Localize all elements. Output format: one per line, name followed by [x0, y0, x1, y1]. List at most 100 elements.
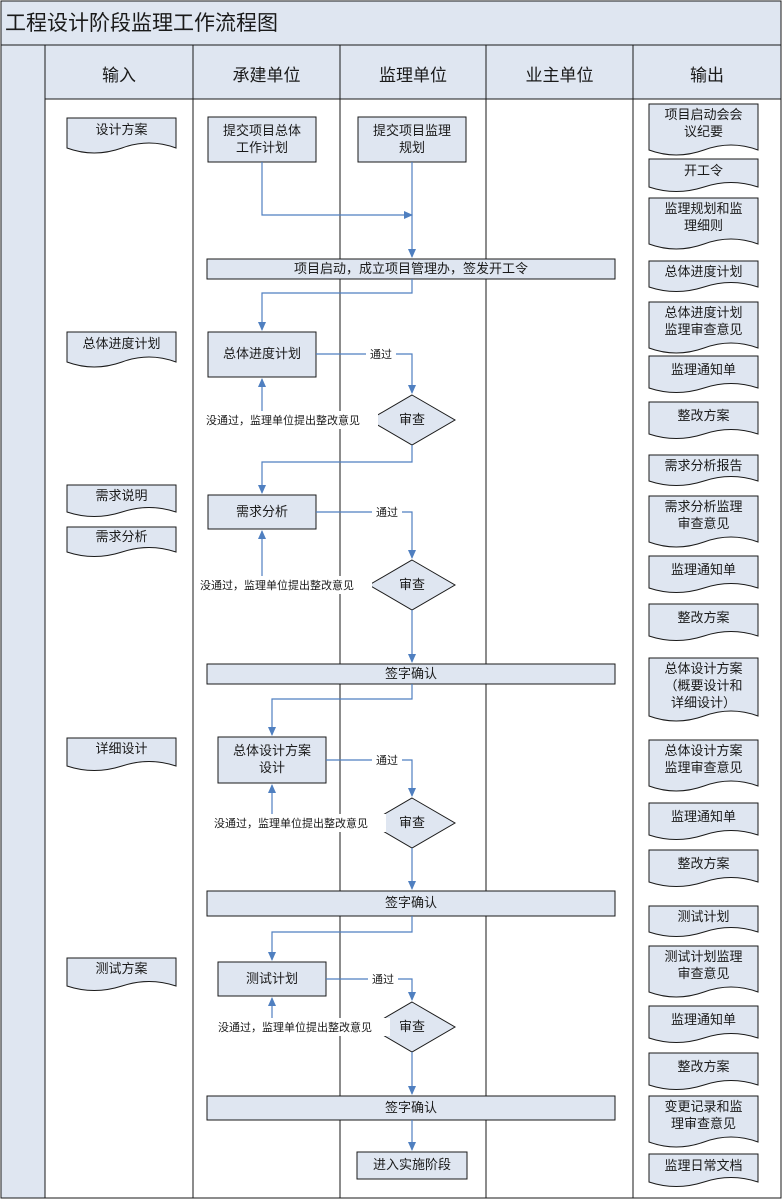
input-doc [66, 526, 177, 557]
output-label: 监理通知单 [670, 809, 736, 825]
input-doc [66, 484, 177, 517]
box-test-plan [217, 961, 327, 997]
wide-bars [206, 258, 616, 1121]
bar-sign-1 [206, 663, 616, 685]
output-doc [648, 1153, 759, 1187]
review-label: 审查 [398, 815, 425, 831]
output-label: 监理通知单 [670, 1012, 736, 1028]
arrow [258, 445, 413, 494]
arrow [261, 162, 413, 219]
box-schedule [207, 331, 317, 378]
arrow [316, 511, 416, 559]
input-docs [66, 117, 177, 991]
input-label: 需求分析 [95, 529, 148, 545]
output-label: 整改方案 [677, 856, 730, 872]
process-boxes [207, 116, 468, 1180]
output-label: 开工令 [683, 163, 723, 179]
arrow [326, 759, 416, 797]
fail-label: 没通过，监理单位提出整改意见 [206, 411, 378, 429]
output-doc [648, 849, 759, 887]
lane-dividers [192, 45, 634, 1198]
output-doc [648, 1052, 759, 1090]
output-doc [648, 603, 759, 641]
box-start-phase [356, 1151, 468, 1180]
fail-label: 没通过，监理单位提出整改意见 [200, 576, 372, 594]
bar-kickoff [206, 258, 616, 280]
column-header-output: 输出 [690, 65, 724, 86]
input-doc [66, 331, 177, 368]
left-strip [0, 44, 46, 1199]
output-label: 监理通知单 [670, 362, 736, 378]
output-label: 项目启动会会 议纪要 [664, 108, 743, 140]
output-doc [648, 355, 759, 393]
output-doc [648, 657, 759, 722]
input-doc [66, 117, 177, 154]
output-doc [648, 197, 759, 250]
output-label: 总体设计方案 监理审查意见 [664, 744, 743, 776]
output-label: 监理通知单 [670, 562, 736, 578]
output-doc [648, 555, 759, 593]
pass-label: 通过 [368, 971, 398, 987]
sign-bar-label: 签字确认 [384, 666, 437, 682]
header-row [44, 44, 782, 100]
output-doc [648, 260, 759, 292]
output-label: 总体设计方案 （概要设计和 详细设计） [664, 661, 743, 711]
output-label: 总体进度计划 监理审查意见 [664, 306, 743, 338]
output-label: 监理规划和监 理细则 [664, 202, 743, 234]
box-design [217, 736, 327, 784]
review-label: 审查 [398, 1019, 425, 1035]
output-doc [648, 158, 759, 192]
output-doc [648, 1005, 759, 1043]
connectors [258, 162, 416, 1151]
sign-bar-label: 签字确认 [384, 1100, 437, 1116]
output-doc [648, 739, 759, 792]
req-analysis-label: 需求分析 [235, 504, 288, 520]
output-doc [648, 1095, 759, 1148]
supervisor-plan-label: 提交项目监理 规划 [372, 123, 451, 156]
bar-sign-2 [206, 890, 616, 917]
design-label: 总体设计方案 设计 [232, 744, 311, 776]
input-label: 需求说明 [95, 488, 148, 504]
output-label: 测试计划 [677, 909, 730, 925]
input-label: 详细设计 [95, 741, 148, 757]
output-doc [648, 401, 759, 439]
output-label: 监理日常文档 [664, 1158, 743, 1174]
sign-bar-label: 签字确认 [384, 896, 437, 911]
title-bar [0, 0, 782, 46]
output-label: 测试计划监理 审查意见 [664, 950, 743, 982]
input-label: 设计方案 [95, 122, 148, 138]
page-title: 工程设计阶段监理工作流程图 [5, 11, 278, 35]
review-label: 审查 [398, 412, 425, 428]
output-label: 整改方案 [677, 610, 730, 626]
pass-label: 通过 [372, 504, 402, 520]
output-docs [648, 103, 759, 1187]
arrow [268, 916, 413, 961]
box-supervisor-plan [357, 116, 467, 163]
output-doc [648, 905, 759, 937]
kickoff-bar-label: 项目启动，成立项目管理办，签发开工令 [293, 261, 528, 277]
column-header-input: 输入 [102, 65, 136, 86]
column-header-owner: 业主单位 [525, 65, 594, 86]
output-doc [648, 945, 759, 998]
output-label: 需求分析监理 审查意见 [664, 500, 743, 532]
submit-work-plan-label: 提交项目总体 工作计划 [222, 123, 301, 156]
output-doc [648, 454, 759, 486]
start-phase-label: 进入实施阶段 [372, 1158, 451, 1173]
arrow [316, 353, 416, 394]
output-label: 总体进度计划 [664, 264, 743, 280]
input-label: 测试方案 [95, 961, 148, 977]
box-submit-plan [207, 116, 317, 163]
output-label: 需求分析报告 [664, 458, 743, 474]
review-label: 审查 [398, 577, 425, 593]
output-doc [648, 103, 759, 156]
column-header-supervisor: 监理单位 [379, 65, 447, 86]
arrow [258, 279, 413, 331]
bar-sign-3 [206, 1095, 616, 1121]
input-label: 总体进度计划 [82, 336, 161, 352]
test-plan-label: 测试计划 [245, 971, 298, 987]
output-label: 整改方案 [677, 1059, 730, 1075]
column-header-contractor: 承建单位 [232, 65, 301, 86]
pass-label: 通过 [366, 346, 396, 362]
output-doc [648, 495, 759, 548]
